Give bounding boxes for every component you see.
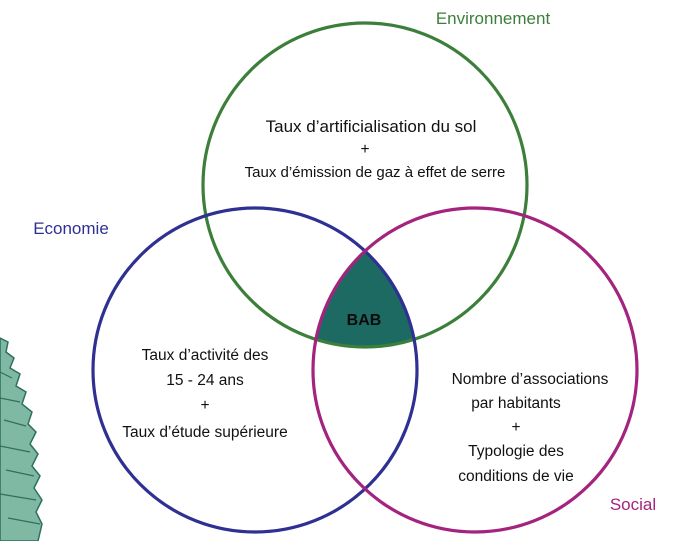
environment-label: Environnement [436,9,551,28]
economy-text-plus: + [200,397,209,414]
economy-text-line3: Taux d’étude supérieure [122,424,287,441]
social-text-line1: Nombre d’associations [452,371,609,388]
economy-circle [91,206,419,534]
environment-text-line2: Taux d’émission de gaz à effet de serre [245,164,506,181]
economy-label: Economie [33,219,109,238]
social-label: Social [610,495,656,514]
social-text-line4: conditions de vie [458,468,573,485]
environment-text-line1: Taux d’artificialisation du sol [266,117,477,136]
social-circle [311,206,639,534]
social-text-plus: + [511,419,520,436]
environment-circle [201,21,529,349]
environment-text-plus: + [360,141,369,158]
map-fragment [0,337,43,542]
economy-text-line2: 15 - 24 ans [166,372,244,389]
economy-text-line1: Taux d’activité des [142,347,269,364]
social-text-line3: Typologie des [468,443,564,460]
social-text-line2: par habitants [471,395,561,412]
center-label: BAB [347,312,382,329]
